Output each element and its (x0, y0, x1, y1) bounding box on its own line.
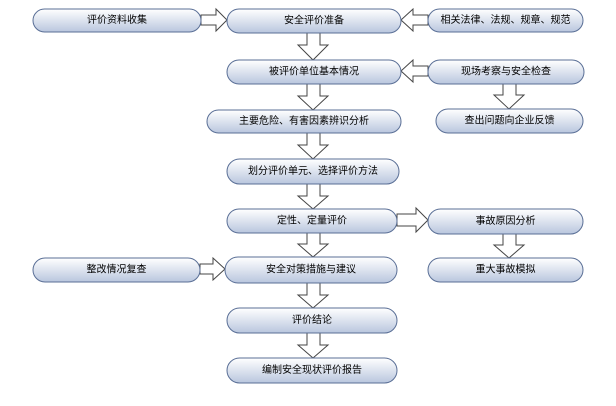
node-conclusion: 评价结论 (226, 307, 398, 334)
node-collect: 评价资料收集 (32, 8, 202, 33)
node-conclusion-label: 评价结论 (292, 313, 332, 326)
arrow-identify-to-divide (296, 132, 330, 160)
node-divide: 划分评价单元、选择评价方法 (226, 158, 400, 185)
node-basic-label: 被评价单位基本情况 (269, 65, 359, 78)
node-rectify: 整改情况复查 (32, 257, 201, 283)
node-feedback-label: 查出问题向企业反馈 (465, 114, 555, 127)
node-prepare-label: 安全评价准备 (284, 14, 344, 27)
node-measures: 安全对策措施与建议 (224, 256, 398, 284)
arrow-evaluate-to-cause (396, 206, 429, 234)
arrow-collect-to-prepare (200, 7, 228, 33)
node-prepare: 安全评价准备 (226, 8, 402, 34)
node-basic: 被评价单位基本情况 (226, 59, 402, 85)
arrow-divide-to-evaluate (296, 183, 330, 210)
node-laws: 相关法律、法规、规章、规范 (427, 8, 584, 33)
node-collect-label: 评价资料收集 (87, 13, 147, 26)
arrow-survey-to-basic (400, 58, 429, 84)
node-report-label: 编制安全现状评价报告 (262, 363, 362, 376)
node-simulation: 重大事故模拟 (427, 257, 584, 283)
arrow-laws-to-prepare (400, 7, 429, 33)
arrow-basic-to-identify (296, 83, 330, 111)
node-survey: 现场考察与安全检查 (427, 59, 585, 85)
node-cause: 事故原因分析 (427, 208, 584, 235)
node-identify-label: 主要危险、有害因素辨识分析 (239, 114, 369, 127)
node-divide-label: 划分评价单元、选择评价方法 (248, 164, 378, 177)
arrow-measures-to-conclusion (296, 282, 330, 309)
node-cause-label: 事故原因分析 (476, 214, 536, 227)
node-evaluate: 定性、定量评价 (226, 208, 398, 234)
node-simulation-label: 重大事故模拟 (476, 263, 536, 276)
arrow-cause-to-simulation (492, 233, 526, 259)
node-identify: 主要危险、有害因素辨识分析 (206, 109, 402, 134)
node-rectify-label: 整改情况复查 (87, 263, 147, 276)
node-measures-label: 安全对策措施与建议 (266, 263, 356, 276)
arrow-evaluate-to-measures (296, 232, 330, 258)
arrow-conclusion-to-report (296, 332, 330, 359)
node-evaluate-label: 定性、定量评价 (277, 214, 347, 227)
arrow-survey-to-feedback (492, 83, 526, 110)
arrow-rectify-to-measures (199, 256, 226, 282)
node-laws-label: 相关法律、法规、规章、规范 (441, 13, 571, 26)
node-survey-label: 现场考察与安全检查 (461, 65, 551, 78)
node-report: 编制安全现状评价报告 (226, 357, 398, 384)
arrow-prepare-to-basic (296, 32, 330, 61)
node-feedback: 查出问题向企业反馈 (435, 108, 584, 134)
